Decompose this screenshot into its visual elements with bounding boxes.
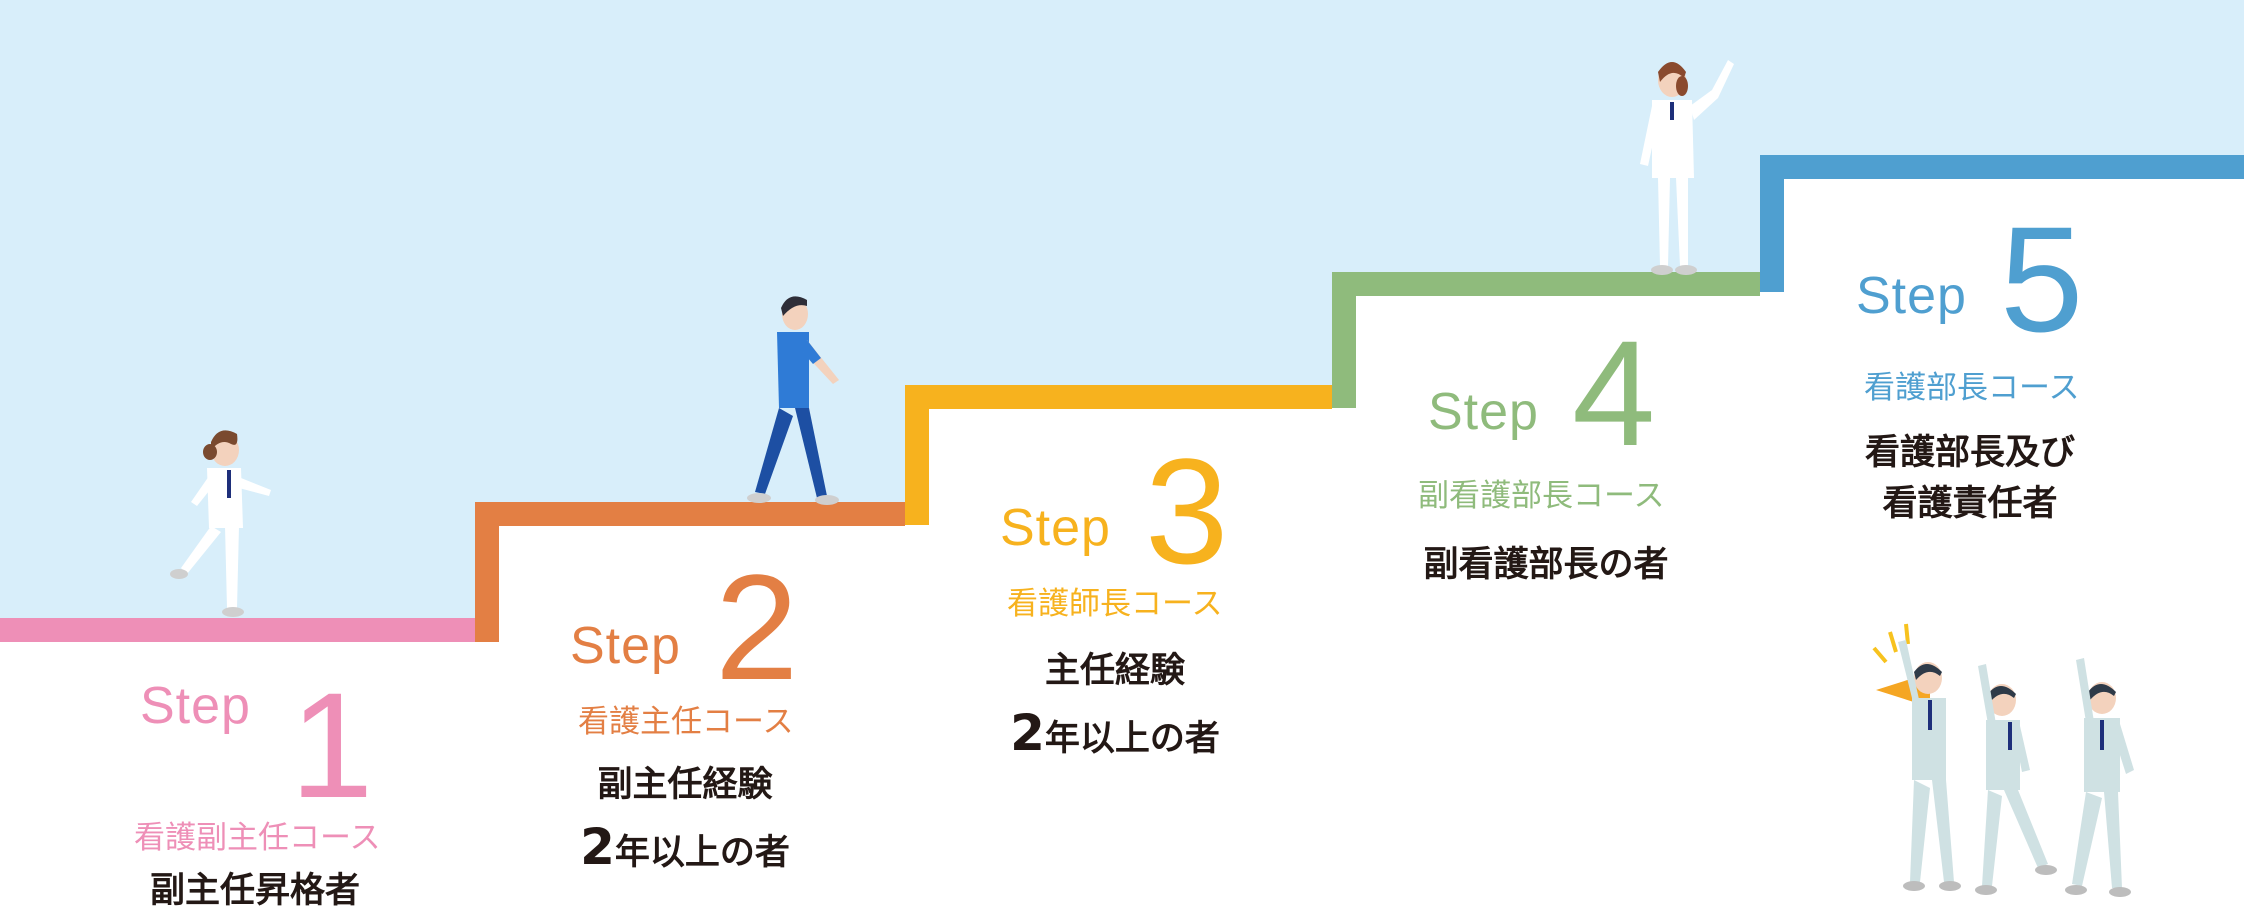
step-3-course: 看護師長コース: [1007, 586, 1223, 622]
step-1-course: 看護副主任コース: [134, 820, 381, 856]
step-2-heading: Step: [570, 620, 681, 672]
step-3-heading: Step: [1000, 502, 1111, 554]
step-1-requirement: 副主任昇格者: [149, 871, 360, 911]
step-4-heading: Step: [1428, 386, 1539, 438]
step-5-word: Step: [1856, 267, 1967, 325]
step-2-number: 2: [715, 543, 799, 711]
step-4-requirement: 副看護部長の者: [1423, 545, 1669, 585]
step-1-tread: [0, 618, 475, 642]
step-4-course: 副看護部長コース: [1418, 478, 1665, 514]
cheering-team-icon: [1872, 623, 2134, 897]
step-5-course: 看護部長コース: [1864, 370, 2080, 406]
nurse-waving-icon: [1640, 60, 1734, 275]
nurse-walking-icon: [170, 430, 271, 617]
step-3-stair: [905, 385, 1332, 525]
step-1-heading: Step: [140, 680, 251, 732]
step-5-number: 5: [2000, 195, 2084, 363]
step-3-number: 3: [1145, 427, 1229, 595]
step-2-requirement: 副主任経験 2年以上の者: [580, 765, 790, 876]
step-2-stair: [475, 502, 905, 642]
step-5-requirement: 看護部長及び 看護責任者: [1864, 433, 2075, 524]
step-4-word: Step: [1428, 383, 1539, 441]
step-2-course: 看護主任コース: [578, 704, 794, 740]
step-1-number: 1: [290, 661, 374, 829]
step-5-heading: Step: [1856, 270, 1967, 322]
step-3-word: Step: [1000, 499, 1111, 557]
step-1-word: Step: [140, 677, 251, 735]
step-5-stair: [1760, 155, 2244, 292]
step-4-number: 4: [1572, 309, 1656, 477]
step-4-stair: [1332, 272, 1760, 408]
nurse-man-walking-icon: [747, 296, 839, 505]
step-3-requirement: 主任経験 2年以上の者: [1010, 651, 1220, 762]
step-2-word: Step: [570, 617, 681, 675]
